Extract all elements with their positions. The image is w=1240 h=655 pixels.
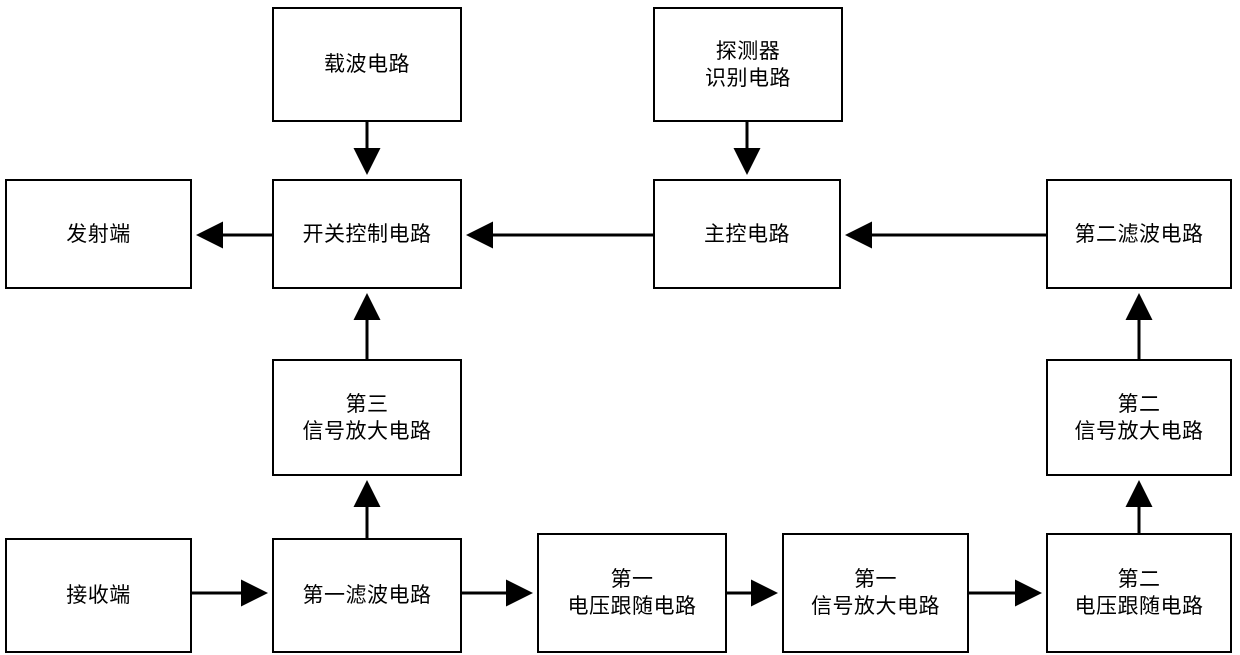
node-detector-id-circuit[interactable]: 探测器识别电路 (653, 7, 843, 122)
node-second-amplifier-circuit[interactable]: 第二信号放大电路 (1046, 359, 1232, 476)
node-third-amplifier-circuit[interactable]: 第三信号放大电路 (272, 359, 462, 476)
node-label-line: 载波电路 (324, 52, 410, 77)
node-label-line: 第一 (610, 567, 654, 592)
node-label-line: 信号放大电路 (302, 418, 432, 443)
node-label-line: 第一滤波电路 (302, 583, 432, 608)
node-label-line: 主控电路 (704, 221, 790, 246)
node-label-line: 开关控制电路 (302, 221, 432, 246)
node-receive-end[interactable]: 接收端 (5, 538, 192, 653)
node-label-line: 信号放大电路 (811, 594, 940, 618)
node-label-line: 电压跟随电路 (567, 594, 697, 618)
node-label-line: 电压跟随电路 (1074, 594, 1204, 618)
node-switch-control-circuit[interactable]: 开关控制电路 (272, 179, 462, 289)
node-label-line: 第三 (345, 391, 389, 416)
node-label-line: 发射端 (66, 221, 131, 246)
node-transmit-end[interactable]: 发射端 (5, 179, 192, 289)
node-label-line: 识别电路 (705, 65, 791, 90)
node-first-amplifier-circuit[interactable]: 第一信号放大电路 (782, 533, 969, 653)
node-label-line: 接收端 (66, 583, 131, 608)
node-second-voltage-follower[interactable]: 第二电压跟随电路 (1046, 533, 1232, 653)
node-carrier-circuit[interactable]: 载波电路 (272, 7, 462, 122)
node-label-line: 第二 (1117, 391, 1161, 416)
node-label-line: 第二滤波电路 (1074, 221, 1204, 246)
node-first-filter-circuit[interactable]: 第一滤波电路 (272, 538, 462, 653)
node-label-line: 信号放大电路 (1074, 418, 1204, 443)
node-label-line: 第二 (1117, 567, 1161, 592)
node-label-line: 第一 (854, 567, 897, 592)
node-label-line: 探测器 (715, 38, 781, 63)
node-second-filter-circuit[interactable]: 第二滤波电路 (1046, 179, 1232, 289)
node-main-control-circuit[interactable]: 主控电路 (653, 179, 841, 289)
node-first-voltage-follower[interactable]: 第一电压跟随电路 (537, 533, 727, 653)
